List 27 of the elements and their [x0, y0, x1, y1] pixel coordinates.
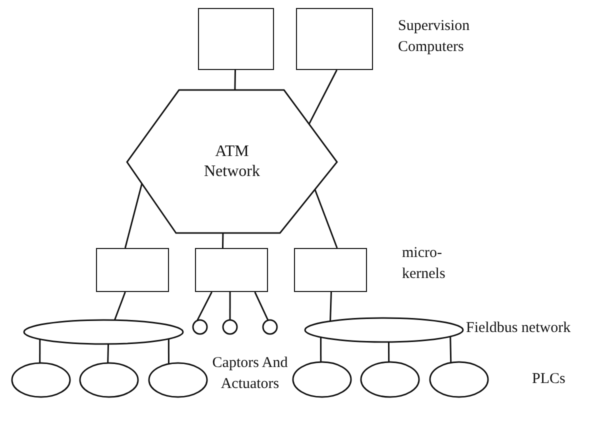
- connector-line: [39, 339, 41, 364]
- connector-line: [114, 292, 126, 320]
- connector-line: [308, 70, 338, 124]
- group-label: PLCs: [532, 370, 566, 389]
- computer-box: [96, 248, 169, 292]
- computer-box: [198, 8, 274, 70]
- node-label: ATM Network: [203, 142, 261, 182]
- group-label: Supervision Computers: [398, 17, 471, 57]
- connector-line: [107, 344, 110, 364]
- connector-line: [222, 232, 224, 248]
- computer-box: [294, 248, 367, 292]
- connector-line: [254, 292, 269, 321]
- connector-line: [124, 183, 143, 248]
- connector-line: [330, 292, 332, 322]
- computer-box: [195, 248, 268, 292]
- connector-line: [168, 338, 170, 364]
- computer-box: [296, 8, 373, 70]
- connector-line: [314, 189, 338, 248]
- connector-line: [320, 337, 322, 362]
- connector-line: [196, 292, 212, 321]
- connector-line: [229, 292, 231, 320]
- connector-line: [234, 70, 236, 90]
- group-label: Fieldbus network: [466, 319, 572, 338]
- connector-line: [388, 342, 390, 362]
- group-label: Captors And Actuators: [211, 354, 289, 394]
- group-label: micro-kernels: [402, 244, 446, 284]
- connector-line: [450, 336, 452, 363]
